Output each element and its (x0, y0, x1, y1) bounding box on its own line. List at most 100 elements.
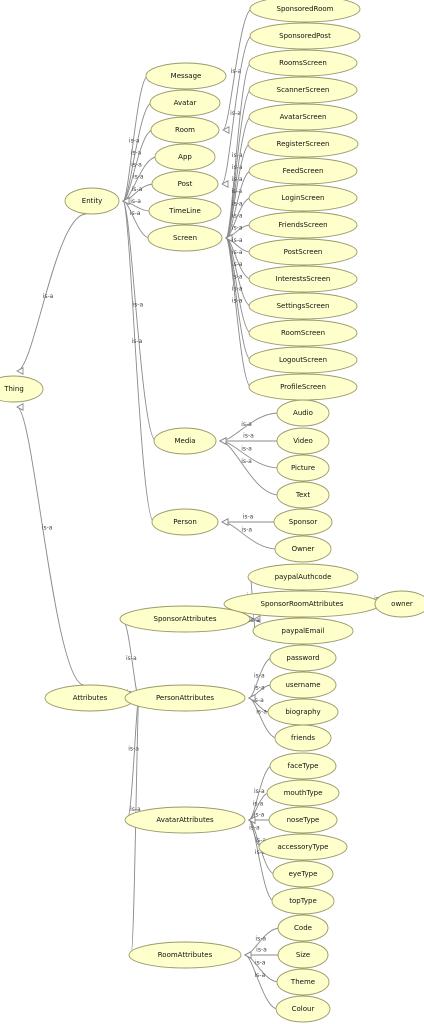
node-accessory-type[interactable]: accessoryType (258, 833, 348, 861)
node-nose-type[interactable]: noseType (268, 806, 338, 834)
edge-label: is-a (256, 947, 267, 954)
node-screen[interactable]: Screen (147, 224, 223, 252)
node-media[interactable]: Media (153, 427, 217, 455)
node-ellipse (124, 684, 246, 712)
is-a-edge-top-type: is-a (248, 816, 275, 902)
node-theme[interactable]: Theme (276, 968, 330, 996)
node-avatar-screen[interactable]: AvatarScreen (248, 103, 358, 131)
node-profile-screen[interactable]: ProfileScreen (248, 373, 358, 401)
node-mouth-type[interactable]: mouthType (266, 779, 340, 807)
node-ellipse (275, 995, 331, 1023)
node-app[interactable]: App (154, 143, 216, 171)
node-label: Text (295, 491, 310, 499)
node-password[interactable]: password (269, 644, 337, 672)
node-text[interactable]: Text (276, 481, 330, 509)
edge-line (122, 129, 154, 202)
is-a-edge-friends: is-a (248, 694, 278, 739)
is-a-edge-person: is-a (122, 197, 155, 523)
node-sponsor-attributes[interactable]: SponsorAttributes (119, 605, 251, 633)
node-person[interactable]: Person (151, 508, 219, 536)
node-label: InterestsScreen (276, 275, 331, 283)
node-ellipse (128, 941, 242, 969)
node-paypal-email[interactable]: paypalEmail (252, 617, 354, 645)
node-owner-attr[interactable]: owner (374, 590, 424, 618)
edge-label: is-a (128, 745, 139, 752)
edge-label: is-a (253, 697, 264, 704)
node-person-attributes[interactable]: PersonAttributes (124, 684, 246, 712)
node-label: AvatarAttributes (156, 816, 214, 824)
node-interests-screen[interactable]: InterestsScreen (248, 265, 358, 293)
node-room-attributes[interactable]: RoomAttributes (128, 941, 242, 969)
node-ellipse (268, 806, 338, 834)
node-post[interactable]: Post (151, 170, 219, 198)
node-label: Media (174, 437, 195, 445)
edge-line (225, 237, 252, 388)
node-sponsored-post[interactable]: SponsoredPost (249, 22, 361, 50)
edge-label: is-a (43, 293, 54, 300)
edge-line (122, 200, 157, 442)
node-register-screen[interactable]: RegisterScreen (247, 130, 359, 158)
node-ellipse (276, 481, 330, 509)
node-label: noseType (287, 816, 320, 824)
node-username[interactable]: username (269, 671, 337, 699)
node-audio[interactable]: Audio (276, 399, 330, 427)
node-label: Size (296, 951, 310, 959)
node-ellipse (248, 238, 358, 266)
node-entity[interactable]: Entity (64, 187, 120, 215)
node-colour[interactable]: Colour (275, 995, 331, 1023)
node-ellipse (248, 103, 358, 131)
node-timeline[interactable]: TimeLine (148, 197, 222, 225)
node-label: Person (173, 518, 197, 526)
edge-label: is-a (255, 960, 266, 967)
node-picture[interactable]: Picture (276, 454, 330, 482)
node-label: owner (391, 600, 413, 608)
node-ellipse (276, 427, 330, 455)
node-message[interactable]: Message (145, 62, 227, 90)
edge-label: is-a (131, 149, 142, 156)
node-room-screen[interactable]: RoomScreen (248, 319, 358, 347)
node-label: Entity (82, 197, 102, 205)
edge-label: is-a (232, 164, 243, 171)
node-avatar-attributes[interactable]: AvatarAttributes (124, 806, 246, 834)
node-logout-screen[interactable]: LogoutScreen (248, 346, 358, 374)
edge-arrowhead (221, 518, 229, 526)
node-paypal-auth-code[interactable]: paypalAuthcode (247, 563, 359, 591)
node-label: TimeLine (168, 207, 201, 215)
node-ellipse (252, 617, 354, 645)
node-sponsored-room[interactable]: SponsoredRoom (249, 0, 361, 23)
node-top-type[interactable]: topType (271, 887, 335, 915)
node-friends-screen[interactable]: FriendsScreen (248, 211, 358, 239)
node-avatar[interactable]: Avatar (149, 89, 221, 117)
node-rooms-screen[interactable]: RoomsScreen (248, 49, 358, 77)
node-ellipse (249, 0, 361, 23)
node-ellipse (276, 454, 330, 482)
node-label: RoomScreen (281, 329, 325, 337)
node-eye-type[interactable]: eyeType (272, 860, 334, 888)
node-scanner-screen[interactable]: ScannerScreen (248, 76, 358, 104)
node-friends[interactable]: friends (274, 724, 332, 752)
node-label: friends (291, 734, 315, 742)
node-sponsor-room-attributes[interactable]: SponsorRoomAttributes (223, 590, 381, 618)
edge-label: is-a (254, 685, 265, 692)
node-owner-person[interactable]: Owner (274, 535, 332, 563)
node-label: App (178, 153, 192, 161)
node-settings-screen[interactable]: SettingsScreen (248, 292, 358, 320)
node-ellipse (276, 968, 330, 996)
node-biography[interactable]: biography (267, 698, 339, 726)
node-label: RegisterScreen (277, 140, 330, 148)
edge-label: is-a (255, 935, 266, 942)
node-login-screen[interactable]: LoginScreen (248, 184, 358, 212)
node-post-screen[interactable]: PostScreen (248, 238, 358, 266)
node-video[interactable]: Video (276, 427, 330, 455)
edge-line (222, 8, 253, 131)
node-face-type[interactable]: faceType (269, 752, 337, 780)
edge-arrowhead (16, 367, 24, 375)
node-feed-screen[interactable]: FeedScreen (248, 157, 358, 185)
edge-label: is-a (230, 110, 241, 117)
node-attributes[interactable]: Attributes (44, 684, 136, 712)
node-thing[interactable]: Thing (0, 375, 44, 403)
node-code[interactable]: Code (277, 914, 329, 942)
node-size[interactable]: Size (277, 941, 329, 969)
node-room[interactable]: Room (150, 116, 220, 144)
node-sponsor[interactable]: Sponsor (273, 508, 333, 536)
